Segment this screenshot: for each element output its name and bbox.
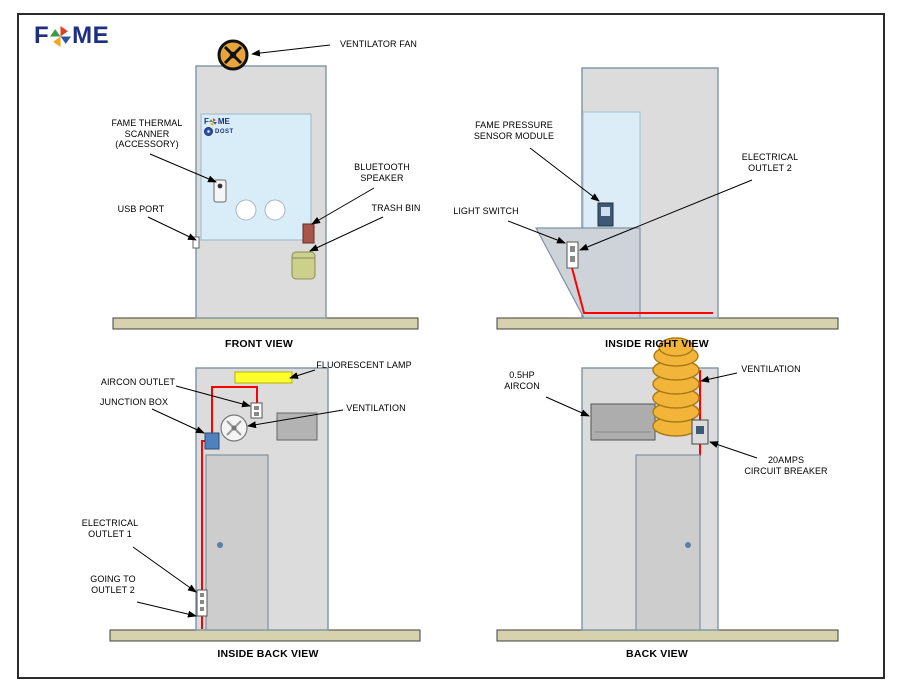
wire-inside-right — [571, 267, 713, 314]
inside-right-view-drawing — [496, 67, 839, 330]
trash-bin-device — [291, 251, 316, 280]
ventilator-fan-arrow — [251, 44, 331, 57]
ventilator-fan-icon — [217, 39, 249, 71]
door-inside-back — [205, 454, 269, 631]
aircon-outlet-device — [250, 402, 263, 419]
fluorescent-lamp-device — [234, 371, 293, 384]
junction-box-arrow — [151, 408, 205, 434]
label-ventilator-fan: VENTILATOR FAN — [339, 39, 418, 49]
circuit-breaker-device — [691, 419, 709, 445]
label-thermal-scanner: FAME THERMAL SCANNER (ACCESSORY) — [111, 118, 183, 150]
arm-hole-left — [235, 199, 257, 221]
ventilation-fan-device — [220, 414, 248, 442]
window-brand-f: F — [204, 117, 209, 126]
inside-back-view-drawing — [109, 367, 421, 642]
label-electrical-outlet-2: ELECTRICAL OUTLET 2 — [741, 152, 799, 173]
trash-bin-arrow — [309, 216, 384, 252]
aircon-device — [590, 403, 656, 441]
front-view-drawing — [112, 39, 419, 330]
door-back — [635, 454, 701, 631]
thermal-scanner-arrow — [149, 153, 217, 183]
electrical-outlet-1-device — [196, 589, 208, 617]
wire-junction-to-outlet — [211, 386, 258, 433]
window-brand: F ME DOST — [204, 117, 234, 136]
floor-inside-back — [109, 629, 421, 642]
label-electrical-outlet-1: ELECTRICAL OUTLET 1 — [81, 518, 139, 539]
title-back-view: BACK VIEW — [626, 648, 688, 660]
diagram-frame — [17, 13, 885, 679]
bluetooth-speaker-device — [302, 223, 315, 244]
light-switch-arrow — [507, 220, 566, 244]
floor-inside-right — [496, 317, 839, 330]
electrical-outlet-2-arrow — [579, 179, 753, 251]
going-to-outlet-2-arrow — [136, 601, 197, 618]
fame-logo-f: F — [34, 22, 50, 49]
label-circuit-breaker-line1: 20AMPS — [767, 455, 805, 465]
electrical-outlet-1-arrow — [132, 546, 197, 593]
title-inside-right-view: INSIDE RIGHT VIEW — [605, 338, 709, 350]
ventilation-duct — [652, 337, 700, 437]
fame-logo-me: ME — [72, 22, 110, 49]
aircon-arrow — [545, 396, 590, 417]
fame-logo: F ME — [34, 22, 109, 50]
window-pinwheel-icon — [209, 117, 218, 126]
label-fluorescent-lamp: FLUORESCENT LAMP — [316, 360, 412, 370]
console-desk — [535, 227, 641, 319]
bluetooth-speaker-arrow — [311, 187, 375, 225]
label-circuit-breaker-line2: CIRCUIT BREAKER — [744, 465, 828, 476]
window-brand-dost: DOST — [215, 128, 234, 135]
title-front-view: FRONT VIEW — [225, 338, 293, 350]
back-view-drawing — [496, 337, 839, 642]
label-going-to-outlet-2: GOING TO OUTLET 2 — [90, 574, 136, 595]
front-window — [200, 113, 312, 241]
pressure-sensor-device — [597, 202, 614, 227]
label-junction-box: JUNCTION BOX — [99, 397, 169, 407]
fluorescent-lamp-arrow — [289, 369, 316, 379]
circuit-breaker-arrow — [709, 441, 758, 459]
ventilation-back-arrow — [700, 372, 738, 383]
label-ventilation-inside: VENTILATION — [346, 403, 406, 413]
label-light-switch: LIGHT SWITCH — [453, 206, 519, 216]
door-handle — [217, 542, 223, 548]
label-pressure-sensor: FAME PRESSURE SENSOR MODULE — [473, 120, 555, 141]
title-inside-back-view: INSIDE BACK VIEW — [217, 648, 319, 660]
arm-hole-right — [264, 199, 286, 221]
dost-seal-icon — [204, 127, 213, 136]
floor-front — [112, 317, 419, 330]
label-usb-port: USB PORT — [117, 204, 165, 214]
aircon-outlet-arrow — [175, 385, 251, 408]
ventilation-inside-arrow — [247, 409, 344, 429]
floor-back — [496, 629, 839, 642]
label-ventilation-back: VENTILATION — [741, 364, 801, 374]
label-circuit-breaker: 20AMPS CIRCUIT BREAKER — [740, 455, 832, 476]
door-handle-back — [685, 542, 691, 548]
aircon-interior-body — [276, 412, 318, 441]
window-brand-me: ME — [217, 117, 230, 126]
thermal-scanner-device — [213, 179, 227, 203]
junction-box-device — [204, 432, 220, 450]
light-switch-device — [566, 241, 579, 269]
usb-port-arrow — [147, 216, 197, 241]
pressure-sensor-arrow — [529, 147, 600, 202]
label-trash-bin: TRASH BIN — [371, 203, 421, 213]
label-bluetooth-speaker: BLUETOOTH SPEAKER — [354, 162, 410, 183]
label-aircon-outlet: AIRCON OUTLET — [100, 377, 176, 387]
fame-pinwheel-icon — [50, 25, 72, 47]
label-aircon: 0.5HP AIRCON — [504, 370, 540, 391]
